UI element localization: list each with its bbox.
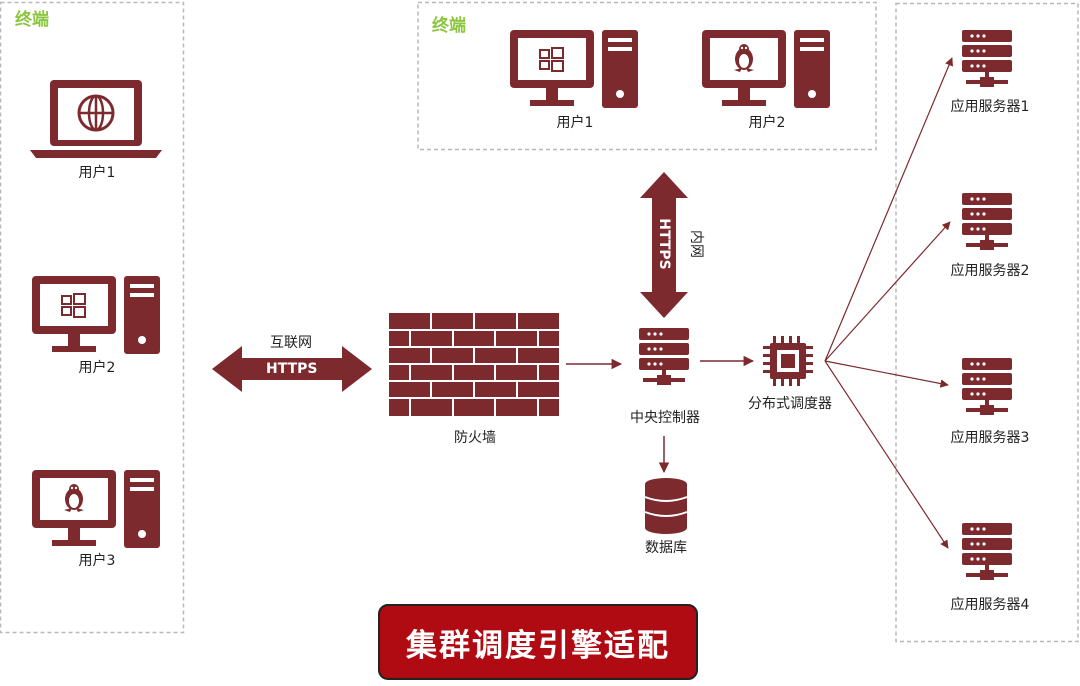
- scheduler-fanout-arrows: [824, 57, 953, 549]
- internet-label: 互联网: [270, 335, 312, 351]
- app-server-icon: [962, 523, 1012, 580]
- top-terminal-group: [417, 1, 877, 151]
- top-group-title: 终端: [432, 16, 466, 36]
- intranet-arrow: [640, 172, 688, 318]
- app-server-label-3: 应用服务器3: [950, 430, 1030, 446]
- database-label: 数据库: [645, 540, 687, 556]
- database-icon: [644, 478, 688, 534]
- controller-label: 中央控制器: [630, 410, 700, 426]
- left-user-label-2: 用户2: [78, 360, 116, 376]
- internet-arrow: [212, 346, 372, 392]
- app-server-icon: [962, 358, 1012, 415]
- internet-protocol: HTTPS: [266, 361, 318, 377]
- top-user-label-1: 用户1: [556, 115, 594, 131]
- left-group-title: 终端: [15, 10, 49, 30]
- firewall-label: 防火墙: [454, 430, 496, 446]
- scheduler-chip-icon: [763, 336, 813, 386]
- linux-desktop-icon: [32, 470, 160, 548]
- left-user-label-3: 用户3: [78, 553, 116, 569]
- title-banner: 集群调度引擎适配: [378, 604, 698, 680]
- scheduler-label: 分布式调度器: [748, 396, 832, 412]
- top-user-label-2: 用户2: [748, 115, 786, 131]
- laptop-icon: [30, 80, 162, 158]
- windows-desktop-icon: [510, 30, 638, 108]
- server-group: [895, 2, 1079, 643]
- app-server-label-2: 应用服务器2: [950, 263, 1030, 279]
- firewall-icon: [389, 313, 559, 416]
- left-user-label-1: 用户1: [78, 165, 116, 181]
- intranet-protocol: HTTPS: [656, 218, 672, 270]
- left-terminal-group: [0, 1, 185, 634]
- controller-server-icon: [639, 328, 689, 385]
- windows-desktop-icon: [32, 276, 160, 354]
- intranet-label: 内网: [688, 230, 704, 258]
- app-server-icon: [962, 193, 1012, 250]
- app-server-label-4: 应用服务器4: [950, 597, 1030, 613]
- app-server-label-1: 应用服务器1: [950, 99, 1030, 115]
- app-server-icon: [962, 30, 1012, 87]
- linux-desktop-icon: [702, 30, 830, 108]
